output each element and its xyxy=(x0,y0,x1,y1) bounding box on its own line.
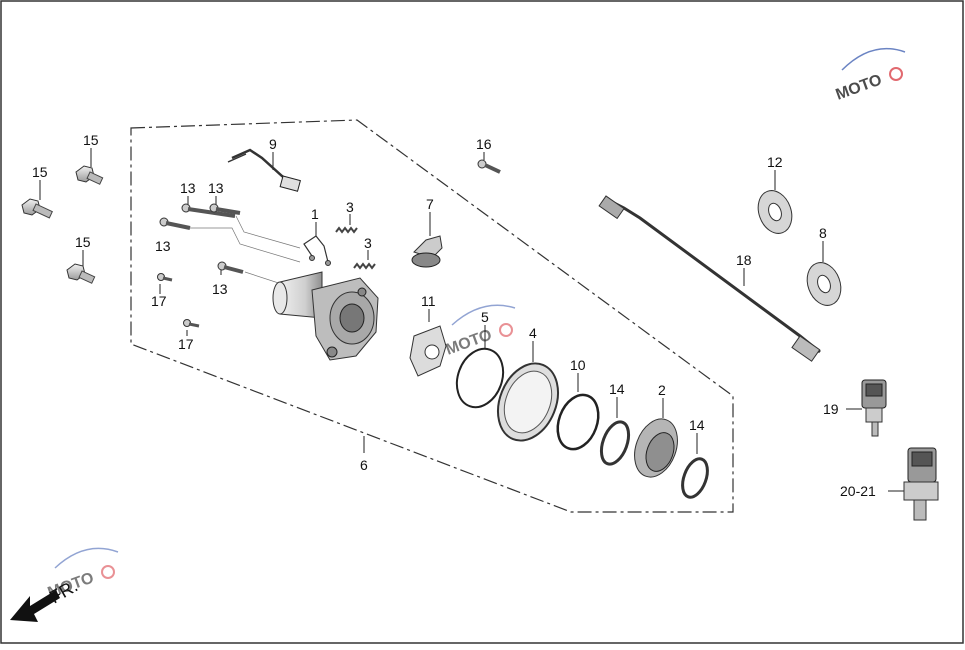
callout-7: 7 xyxy=(426,196,434,212)
cable-part-18 xyxy=(598,195,821,362)
callout-9: 9 xyxy=(269,136,277,152)
spring-3-a xyxy=(335,214,358,234)
callout-13-a: 13 xyxy=(180,180,196,196)
starter-motor xyxy=(272,271,379,361)
washer-part-8 xyxy=(806,241,842,306)
callout-13-b: 13 xyxy=(208,180,224,196)
watermark-text-center: MOTO xyxy=(444,326,495,358)
callout-15-b: 15 xyxy=(83,132,99,148)
spring-3-b xyxy=(353,250,376,270)
callout-13-d: 13 xyxy=(212,281,228,297)
callout-20-21: 20-21 xyxy=(840,483,876,499)
bolt-13-b xyxy=(209,196,241,215)
circlip-14-left xyxy=(599,397,631,466)
callout-5: 5 xyxy=(481,309,489,325)
callout-4: 4 xyxy=(529,325,537,341)
callout-19: 19 xyxy=(823,401,839,417)
callout-1: 1 xyxy=(311,206,319,222)
watermark-logo-bottom-left: MOTO xyxy=(46,547,119,602)
watermark-logo-center: MOTO xyxy=(444,304,516,359)
callout-8: 8 xyxy=(819,225,827,241)
callout-16: 16 xyxy=(476,136,492,152)
callout-14-a: 14 xyxy=(609,381,625,397)
cap-part-7 xyxy=(411,212,443,268)
callout-6: 6 xyxy=(360,457,368,473)
screw-17-a xyxy=(157,273,173,294)
watermark-logo-top-right: MOTO xyxy=(834,47,906,104)
callout-12: 12 xyxy=(767,154,783,170)
callout-3-b: 3 xyxy=(364,235,372,251)
callout-18: 18 xyxy=(736,252,752,268)
bolt-13-a xyxy=(181,196,236,218)
callout-10: 10 xyxy=(570,357,586,373)
gear-part-2 xyxy=(634,398,678,478)
callout-2: 2 xyxy=(658,382,666,398)
watermark-text-top: MOTO xyxy=(834,71,885,103)
plate-part-11 xyxy=(409,309,447,377)
wire-harness-9 xyxy=(227,148,301,192)
callout-3-a: 3 xyxy=(346,199,354,215)
sensor-part-19 xyxy=(846,379,887,437)
bolt-13-d xyxy=(217,261,244,275)
bolt-13-c xyxy=(159,217,191,230)
brush-set-1 xyxy=(303,222,331,266)
screw-17-b xyxy=(183,319,200,336)
ring-part-10 xyxy=(556,373,600,451)
callout-17-a: 17 xyxy=(151,293,167,309)
bolt-15-top xyxy=(75,148,104,185)
bolt-15-left xyxy=(21,180,53,219)
callout-17-b: 17 xyxy=(178,336,194,352)
bolt-16 xyxy=(477,152,501,174)
washer-part-12 xyxy=(757,170,793,234)
gasket-part-4 xyxy=(497,341,559,442)
callout-15-c: 15 xyxy=(75,234,91,250)
callout-14-b: 14 xyxy=(689,417,705,433)
assembly-boundary xyxy=(130,119,734,513)
callout-15-a: 15 xyxy=(32,164,48,180)
bolt-15-bottom xyxy=(66,250,96,284)
callout-13-c: 13 xyxy=(155,238,171,254)
o-ring-part-5 xyxy=(455,325,505,409)
circlip-14-right xyxy=(681,433,709,499)
sensor-part-20-21 xyxy=(888,447,939,521)
callout-11: 11 xyxy=(421,293,436,309)
